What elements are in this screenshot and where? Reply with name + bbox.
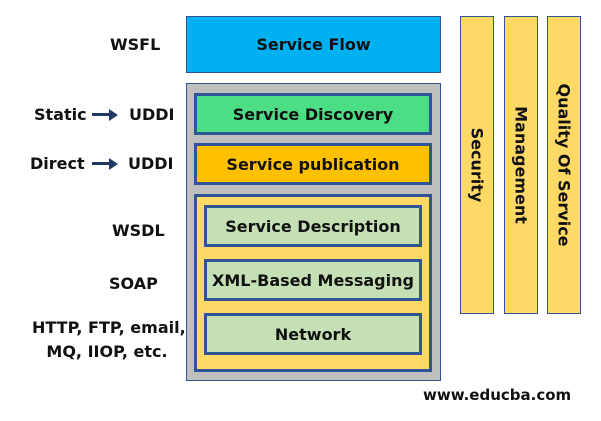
wsdl-label: WSDL: [112, 221, 165, 240]
arrow-right-icon: [92, 158, 120, 170]
service-publication-text: Service publication: [226, 154, 400, 174]
xml-messaging-box: XML-Based Messaging: [204, 259, 422, 301]
soap-label: SOAP: [109, 274, 158, 293]
service-description-text: Service Description: [225, 216, 401, 236]
security-text: Security: [467, 127, 487, 203]
service-flow-box: Service Flow: [186, 16, 441, 73]
transport-label-line1: HTTP, FTP, email,: [32, 318, 186, 337]
uddi-static-label: UDDI: [129, 105, 175, 124]
management-text: Management: [511, 106, 531, 224]
service-publication-box: Service publication: [194, 143, 432, 185]
arrow-right-icon: [92, 109, 120, 121]
static-label: Static: [34, 105, 87, 124]
direct-label: Direct: [30, 154, 85, 173]
management-column: Management: [504, 16, 538, 314]
transport-label-line2: MQ, IIOP, etc.: [46, 342, 168, 361]
xml-messaging-text: XML-Based Messaging: [212, 270, 414, 290]
quality-of-service-text: Quality Of Service: [554, 83, 574, 247]
service-description-box: Service Description: [204, 205, 422, 247]
service-discovery-text: Service Discovery: [232, 104, 394, 124]
network-text: Network: [274, 324, 352, 344]
uddi-direct-label: UDDI: [128, 154, 174, 173]
network-box: Network: [204, 313, 422, 355]
service-discovery-box: Service Discovery: [194, 93, 432, 135]
wsfl-label: WSFL: [110, 35, 161, 54]
service-flow-text: Service Flow: [256, 35, 371, 54]
security-column: Security: [460, 16, 494, 314]
watermark: www.educba.com: [423, 386, 572, 404]
quality-of-service-column: Quality Of Service: [547, 16, 581, 314]
